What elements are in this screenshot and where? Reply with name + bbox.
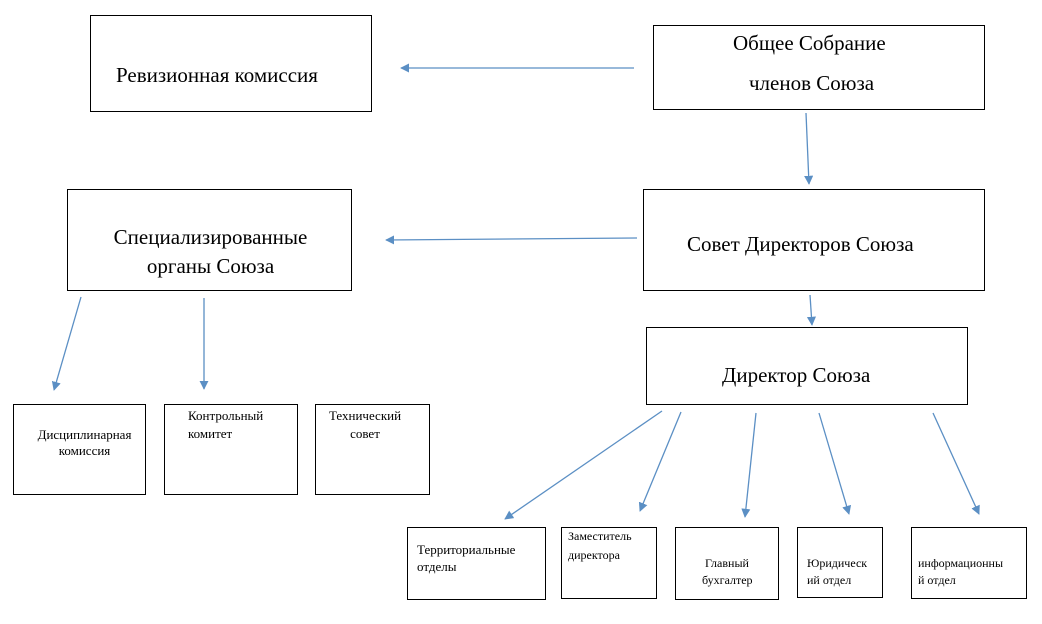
technical-council-line1: Технический xyxy=(328,408,402,423)
chief-accountant-box: Главный бухгалтер xyxy=(675,527,779,600)
deputy-director-box: Заместитель директора xyxy=(561,527,657,599)
arrow-director-to-territorial xyxy=(504,410,663,520)
general-meeting-line1: Общее Собрание xyxy=(733,31,886,55)
director-label: Директор Союза xyxy=(722,363,871,387)
info-department-line1: информационны xyxy=(918,556,1004,570)
deputy-director-line1: Заместитель xyxy=(568,529,632,543)
arrow-director-to-accountant xyxy=(741,412,757,518)
director-box: Директор Союза xyxy=(646,327,968,405)
chief-accountant-line1: Главный xyxy=(705,556,749,570)
audit-commission-box: Ревизионная комиссия xyxy=(90,15,372,112)
specialized-bodies-line1: Специализированные xyxy=(113,225,308,249)
control-committee-box: Контрольный комитет xyxy=(164,404,298,495)
control-committee-line1: Контрольный xyxy=(188,408,264,423)
territorial-departments-line1: Территориальные xyxy=(417,542,516,557)
territorial-departments-line2: отделы xyxy=(417,559,457,574)
board-of-directors-label: Совет Директоров Союза xyxy=(687,232,914,256)
legal-department-box: Юридическ ий отдел xyxy=(797,527,883,598)
arrow-specialized-to-disciplinary xyxy=(51,296,82,391)
disciplinary-commission-line2: комиссия xyxy=(58,443,111,458)
legal-department-line2: ий отдел xyxy=(807,573,852,587)
arrow-director-to-deputy xyxy=(638,411,682,512)
legal-department-line1: Юридическ xyxy=(807,556,868,570)
arrow-director-to-info xyxy=(932,412,980,515)
board-of-directors-box: Совет Директоров Союза xyxy=(643,189,985,291)
specialized-bodies-box: Специализированные органы Союза xyxy=(67,189,352,291)
control-committee-line2: комитет xyxy=(188,426,233,441)
specialized-bodies-line2: органы Союза xyxy=(146,254,275,278)
deputy-director-line2: директора xyxy=(568,548,620,562)
general-meeting-line2: членов Союза xyxy=(749,71,875,95)
arrow-board-to-specialized xyxy=(385,235,638,245)
audit-commission-label: Ревизионная комиссия xyxy=(116,63,318,87)
chief-accountant-line2: бухгалтер xyxy=(702,573,753,587)
arrow-meeting-to-board xyxy=(804,112,814,185)
general-meeting-box: Общее Собрание членов Союза xyxy=(653,25,985,110)
info-department-line2: й отдел xyxy=(918,573,956,587)
disciplinary-commission-box: Дисциплинарная комиссия xyxy=(13,404,146,495)
arrow-board-to-director xyxy=(806,294,816,326)
disciplinary-commission-line1: Дисциплинарная xyxy=(37,427,132,442)
technical-council-line2: совет xyxy=(350,426,380,441)
territorial-departments-box: Территориальные отделы xyxy=(407,527,546,600)
info-department-box: информационны й отдел xyxy=(911,527,1027,599)
technical-council-box: Технический совет xyxy=(315,404,430,495)
arrow-director-to-legal xyxy=(818,412,852,515)
